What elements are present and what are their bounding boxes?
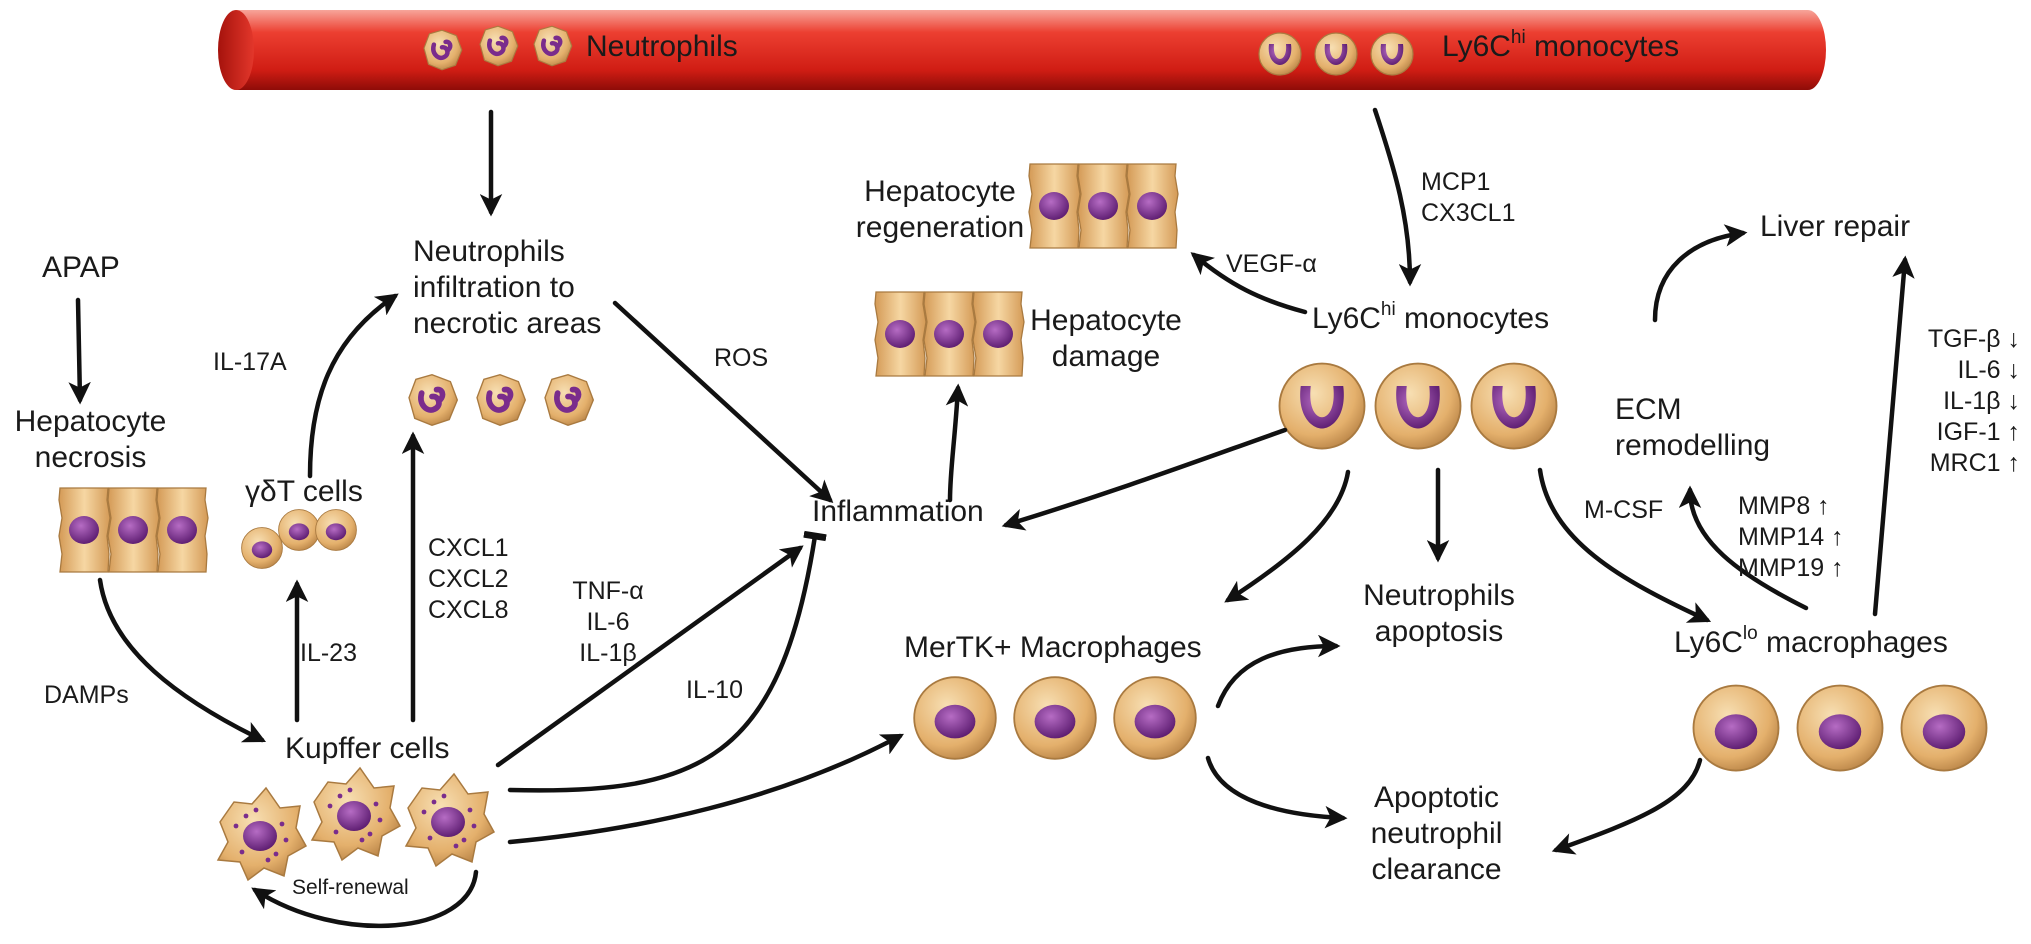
arrow-kupffer-self-renewal: [251, 869, 479, 929]
mmp-label: MMP8 ↑ MMP14 ↑ MMP19 ↑: [1738, 492, 1844, 582]
il10-label: IL-10: [686, 676, 743, 704]
tnf-il6-il1b-label: TNF-α IL-6 IL-1β: [572, 577, 644, 667]
kupffer-cells-label: Kupffer cells: [285, 732, 450, 765]
blood-vessel: [218, 10, 1826, 90]
hepatocyte-damage-cells: [874, 291, 1025, 377]
kupffer-cells-icon: [217, 767, 495, 881]
arrow-inflammation-to-damage: [945, 383, 969, 503]
arrow-gdt-to-infiltration: [307, 293, 399, 479]
liver-repair-label: Liver repair: [1760, 210, 1911, 243]
apap-label: APAP: [42, 251, 120, 284]
vessel-monocytes-label: Ly6Chi monocytes: [1442, 27, 1680, 63]
hepatocyte-damage-label: Hepatocyte damage: [1030, 304, 1182, 373]
inflammation-label: Inflammation: [812, 495, 984, 528]
arrow-mertk-to-clearance: [1205, 755, 1348, 829]
neutrophils-apoptosis-label: Neutrophils apoptosis: [1363, 579, 1515, 648]
mertk-macrophages-label: MerTK+ Macrophages: [904, 631, 1202, 664]
inhibit-kupffer-to-inflammation: [507, 530, 827, 793]
apoptotic-clearance-label: Apoptotic neutrophil clearance: [1370, 781, 1503, 886]
ly6chi-monocytes-cells: [1278, 362, 1558, 450]
arrow-ly6chi-to-ly6clo: [1537, 467, 1712, 623]
arrow-ly6clo-to-clearance: [1551, 757, 1703, 855]
damps-label: DAMPs: [44, 681, 129, 709]
ly6clo-macrophages-label: Ly6Clo macrophages: [1674, 623, 1948, 659]
hepatocyte-regeneration-label: Hepatocyte regeneration: [855, 175, 1025, 244]
vessel-neutrophils-icon: [424, 26, 572, 70]
arrow-necrosis-to-kupffer: [97, 577, 267, 743]
arrow-kupffer-to-inflammation: [495, 545, 804, 768]
ros-label: ROS: [714, 344, 769, 372]
arrow-kupffer-to-mertk: [507, 733, 904, 845]
arrow-ly6chi-to-regeneration: [1190, 252, 1308, 315]
arrow-ly6clo-to-repair: [1872, 255, 1915, 617]
hepatocyte-necrosis-label: Hepatocyte necrosis: [14, 405, 167, 474]
ly6chi-monocytes-label: Ly6Chi monocytes: [1312, 299, 1550, 335]
mertk-macrophages-cells: [913, 676, 1197, 760]
repair-factors-label: TGF-β ↓ IL-6 ↓ IL-1β ↓ IGF-1 ↑ MRC1 ↑: [1927, 325, 2020, 477]
ecm-remodelling-label: ECM remodelling: [1615, 393, 1771, 462]
infiltrating-neutrophils-icon: [409, 375, 593, 426]
mcp1-cx3cl1-label: MCP1 CX3CL1: [1421, 168, 1516, 227]
arrow-mertk-to-apoptosis: [1215, 634, 1341, 709]
il23-label: IL-23: [300, 639, 357, 667]
arrow-ly6chi-to-mertk: [1224, 469, 1351, 603]
arrow-ly6clo-to-ecm: [1678, 485, 1809, 611]
hepatocyte-necrosis-cells: [58, 487, 209, 573]
arrow-ly6chi-to-inflammation: [1001, 427, 1288, 531]
cxcl-label: CXCL1 CXCL2 CXCL8: [428, 534, 509, 624]
vessel-monocytes-icon: [1258, 32, 1414, 76]
gamma-delta-t-cells-icon: [241, 509, 357, 569]
mcsf-label: M-CSF: [1584, 496, 1664, 524]
neutrophil-infiltration-label: Neutrophils infiltration to necrotic are…: [413, 235, 602, 340]
arrow-infiltration-to-inflammation: [612, 300, 834, 504]
vegf-label: VEGF-α: [1226, 250, 1317, 278]
arrow-vessel-to-ly6chi: [1372, 107, 1422, 287]
arrow-ecm-to-repair: [1652, 224, 1748, 323]
ly6clo-macrophages-cells: [1692, 684, 1988, 772]
arrow-apap-to-necrosis: [68, 297, 91, 405]
il17a-label: IL-17A: [213, 348, 287, 376]
self-renewal-label: Self-renewal: [292, 876, 409, 899]
vessel-neutrophils-label: Neutrophils: [586, 30, 738, 63]
hepatocyte-regeneration-cells: [1028, 163, 1179, 249]
gamma-delta-t-cells-label: γδT cells: [245, 475, 363, 508]
